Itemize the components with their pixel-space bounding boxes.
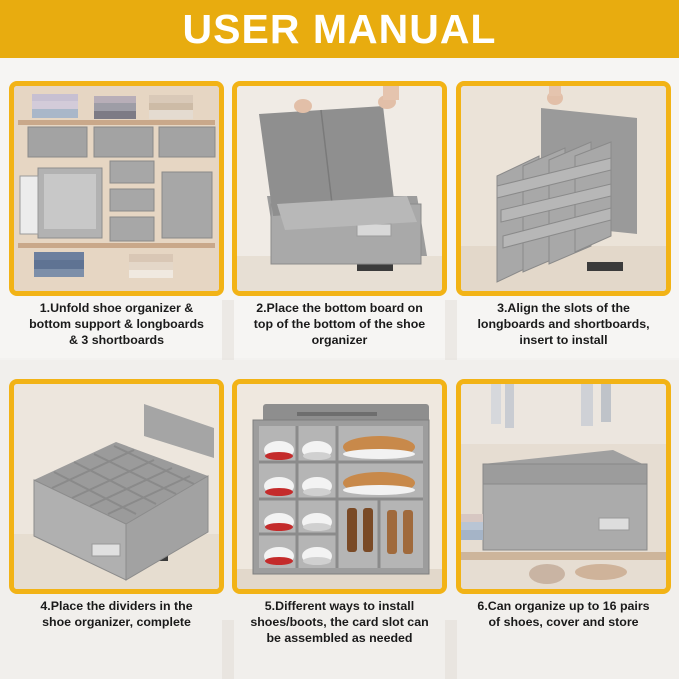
step-1-illustration: [14, 86, 219, 291]
step-5-caption-line-3: be assembled as needed: [266, 631, 413, 645]
step-6-caption: 6.Can organize up to 16 pairs of shoes, …: [452, 598, 675, 630]
step-3-caption-line-1: 3.Align the slots of the: [497, 301, 630, 315]
step-4-caption: 4.Place the dividers in the shoe organiz…: [5, 598, 228, 630]
step-5-caption: 5.Different ways to install shoes/boots,…: [228, 598, 451, 646]
step-3-caption-line-2: longboards and shortboards,: [477, 317, 650, 331]
step-1-caption-line-1: 1.Unfold shoe organizer &: [39, 301, 194, 315]
step-6-illustration: [461, 384, 666, 589]
step-3-photo: [456, 81, 671, 296]
step-4-illustration: [14, 384, 219, 589]
step-2-caption-line-2: top of the bottom of the shoe: [253, 317, 426, 331]
step-3-illustration: [461, 86, 666, 291]
step-1-photo: [9, 81, 224, 296]
step-2-caption-line-1: 2.Place the bottom board on: [256, 301, 423, 315]
step-3-caption-line-3: insert to install: [519, 333, 608, 347]
step-4-caption-line-1: 4.Place the dividers in the: [40, 599, 193, 613]
page-title: USER MANUAL: [182, 5, 497, 52]
step-2-illustration: [237, 86, 442, 291]
step-5-caption-line-1: 5.Different ways to install: [264, 599, 415, 613]
step-5-photo: [232, 379, 447, 594]
step-2-caption-line-3: organizer: [311, 333, 368, 347]
step-6-caption-line-1: 6.Can organize up to 16 pairs: [477, 599, 650, 613]
step-3-caption: 3.Align the slots of the longboards and …: [452, 300, 675, 348]
step-1-caption-line-3: & 3 shortboards: [68, 333, 164, 347]
step-5-illustration: [237, 384, 442, 589]
step-5-caption-line-2: shoes/boots, the card slot can: [250, 615, 429, 629]
step-6-photo: [456, 379, 671, 594]
step-1-caption-line-2: bottom support & longboards: [29, 317, 204, 331]
step-4-photo: [9, 379, 224, 594]
title-banner: USER MANUAL: [0, 0, 679, 58]
step-2-photo: [232, 81, 447, 296]
step-2-caption: 2.Place the bottom board on top of the b…: [228, 300, 451, 348]
step-6-caption-line-2: of shoes, cover and store: [488, 615, 639, 629]
step-1-caption: 1.Unfold shoe organizer & bottom support…: [5, 300, 228, 348]
step-4-caption-line-2: shoe organizer, complete: [42, 615, 191, 629]
